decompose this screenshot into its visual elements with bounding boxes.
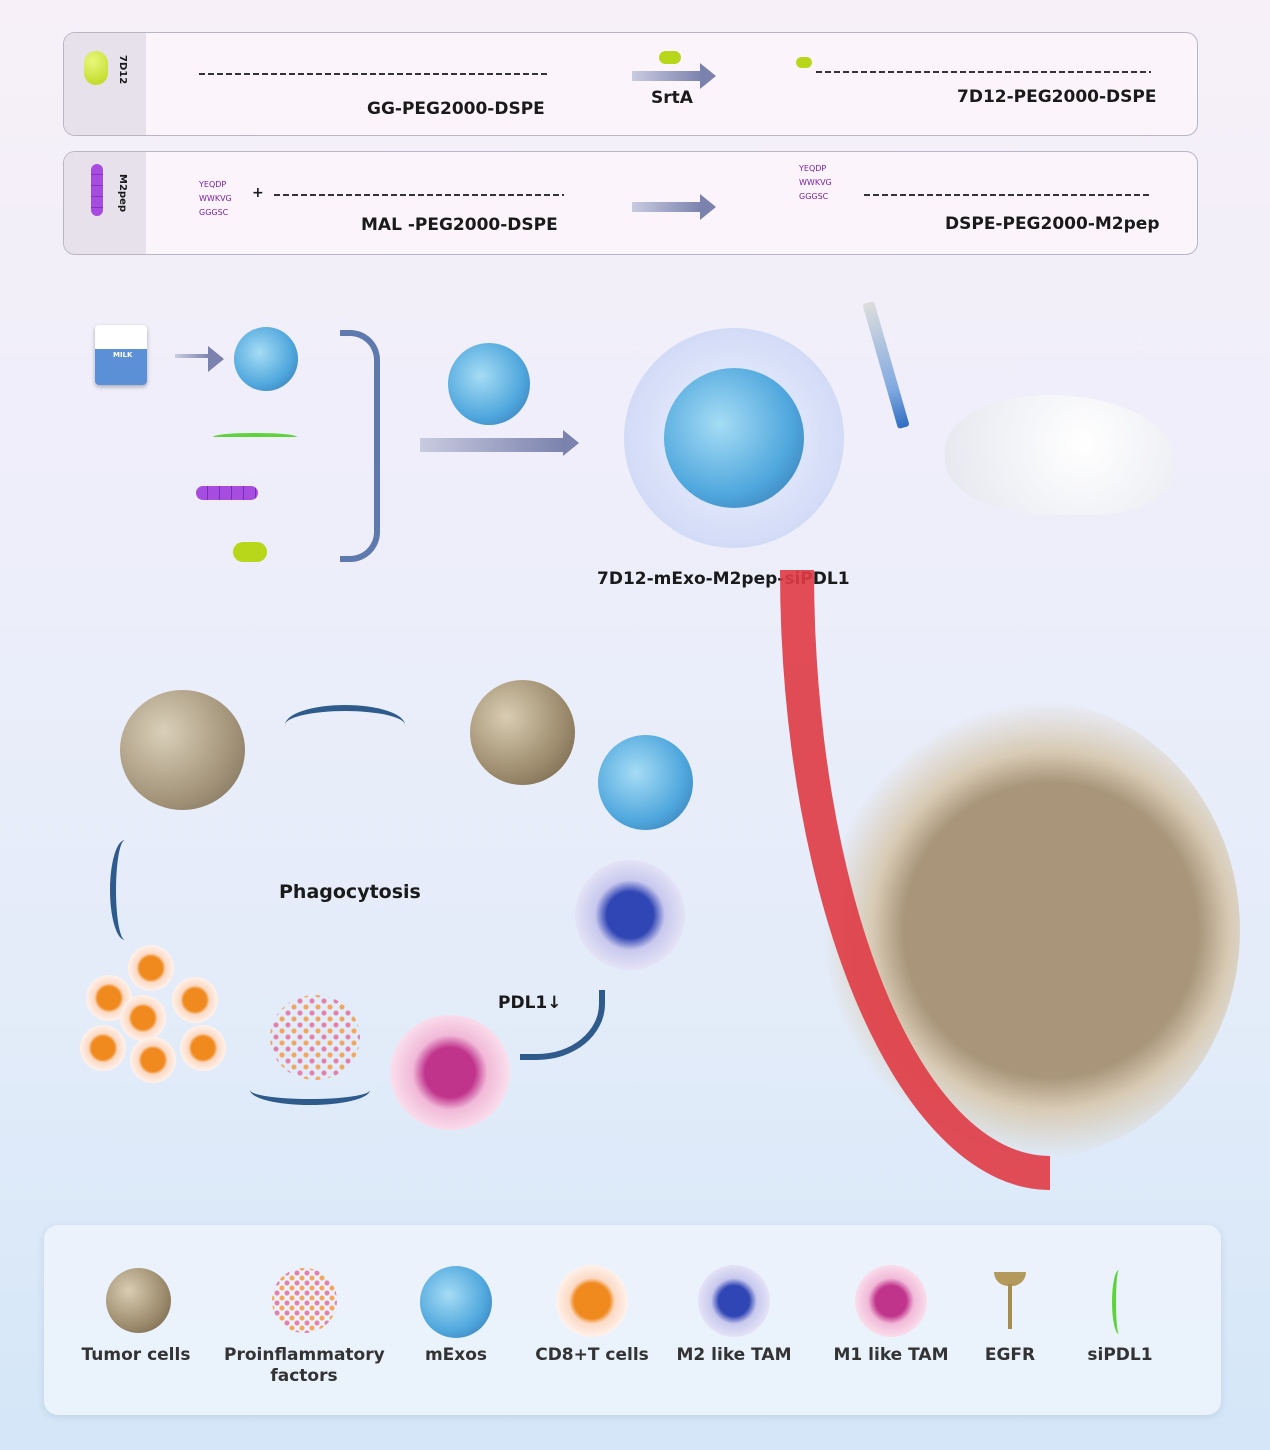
peptide-row: YEQDP: [799, 164, 827, 173]
molecule-structure: [199, 73, 549, 75]
legend-item-cd8-t-cells: CD8+T cells: [512, 1260, 672, 1366]
legend-item-sipdl1: siPDL1: [1040, 1260, 1200, 1366]
reactant-label: MAL -PEG2000-DSPE: [361, 215, 558, 235]
cd8-t-cell-icon: [120, 995, 166, 1041]
plus-sign: +: [252, 185, 264, 201]
milk-label: MILK: [113, 351, 133, 359]
legend-label: siPDL1: [1087, 1345, 1153, 1365]
cycle-arrow: [250, 1075, 370, 1105]
legend-label: mExos: [424, 1345, 488, 1365]
nanobody-conjugate-icon: [796, 57, 812, 68]
cycle-arrow: [285, 705, 405, 745]
legend-label: Proinflammatory factors: [224, 1345, 385, 1386]
exosome-icon: [234, 327, 298, 391]
extract-arrow: [175, 346, 224, 372]
m2pep-icon: [196, 486, 258, 500]
synthesis-panel-m2pep: M2pep YEQDP WWKVG GGGSC + MAL -PEG2000-D…: [63, 151, 1198, 255]
pdl1-label: PDL1↓: [498, 993, 562, 1013]
peptide-row: WWKVG: [799, 178, 832, 187]
reaction-arrow: [632, 63, 716, 89]
m1-tam-icon: [855, 1265, 927, 1337]
m2pep-peptide-icon: [91, 164, 103, 216]
legend-item-proinflammatory-factors: Proinflammatory factors: [224, 1260, 385, 1387]
sipdl1-icon: [213, 433, 297, 441]
assembly-arrow: [420, 430, 579, 456]
peptide-row: YEQDP: [199, 180, 227, 189]
nanobody-7d12-icon: [84, 51, 108, 85]
egfr-stem: [1008, 1284, 1012, 1329]
m1-tam-icon: [390, 1015, 510, 1130]
cd8-t-cell-icon: [128, 945, 174, 991]
cd8-t-cell-icon: [180, 1025, 226, 1071]
phagocytosis-label: Phagocytosis: [279, 881, 421, 903]
tumor-cell-icon: [470, 680, 575, 785]
srta-enzyme-icon: [659, 51, 681, 64]
legend-label: EGFR: [984, 1345, 1036, 1365]
peptide-sequence: YEQDP WWKVG GGGSC: [799, 162, 832, 204]
exosome-icon: [420, 1266, 492, 1338]
cd8-t-cells-cluster: [80, 945, 230, 1085]
legend-item-m2-tam: M2 like TAM: [654, 1260, 814, 1366]
cd8-t-cell-icon: [130, 1037, 176, 1083]
peptide-row: WWKVG: [199, 194, 232, 203]
brace: [340, 330, 380, 562]
molecule-structure: [864, 194, 1149, 196]
exosome-icon: [598, 735, 693, 830]
egfr-icon: [994, 1272, 1026, 1286]
peptide-row: GGGSC: [799, 192, 829, 201]
reaction-arrow: [632, 194, 716, 220]
legend: Tumor cells Proinflammatory factors mExo…: [44, 1225, 1221, 1415]
engineered-exosome-icon: [664, 368, 804, 508]
peptide-side: M2pep: [64, 152, 146, 254]
legend-item-tumor-cells: Tumor cells: [56, 1260, 216, 1366]
mouse-icon: [945, 395, 1175, 515]
exosome-icon: [448, 343, 530, 425]
synthesis-panel-7d12: 7D12 GG-PEG2000-DSPE SrtA 7D12-PEG2000-D…: [63, 32, 1198, 136]
sipdl1-icon: [1112, 1270, 1126, 1334]
nanobody-side: 7D12: [64, 33, 146, 135]
cd8-t-cell-icon: [80, 1025, 126, 1071]
legend-label: M2 like TAM: [676, 1345, 792, 1365]
peptide-row: GGGSC: [199, 208, 229, 217]
legend-item-mexos: mExos: [376, 1260, 536, 1366]
syringe-icon: [862, 300, 910, 430]
legend-item-m1-tam: M1 like TAM: [811, 1260, 971, 1366]
cd8-t-cell-icon: [556, 1265, 628, 1337]
proinflammatory-factors-icon: [272, 1268, 337, 1333]
m2-tam-icon: [698, 1265, 770, 1337]
legend-label: CD8+T cells: [535, 1345, 649, 1365]
molecule-structure: [274, 194, 564, 196]
side-label-m2pep: M2pep: [117, 174, 128, 213]
product-label: DSPE-PEG2000-M2pep: [945, 214, 1160, 234]
cycle-arrow: [110, 840, 140, 940]
legend-label: M1 like TAM: [833, 1345, 949, 1365]
product-label: 7D12-PEG2000-DSPE: [957, 87, 1157, 107]
tumor-cell-icon: [106, 1268, 171, 1333]
enzyme-label: SrtA: [651, 88, 693, 108]
dead-tumor-cell-icon: [120, 690, 245, 810]
milk-carton-icon: MILK: [95, 325, 147, 385]
proinflammatory-factors-icon: [270, 995, 360, 1080]
cd8-t-cell-icon: [172, 977, 218, 1023]
reactant-label: GG-PEG2000-DSPE: [367, 99, 545, 119]
legend-item-egfr: EGFR: [930, 1260, 1090, 1366]
molecule-structure: [816, 71, 1151, 73]
m2-tam-icon: [575, 860, 685, 970]
blood-vessel: [780, 570, 1050, 1190]
zoom-bubble: [624, 328, 844, 548]
nanobody-icon: [233, 542, 267, 562]
legend-label: Tumor cells: [81, 1345, 191, 1365]
peptide-sequence: YEQDP WWKVG GGGSC: [199, 178, 232, 220]
side-label-7d12: 7D12: [117, 55, 128, 85]
